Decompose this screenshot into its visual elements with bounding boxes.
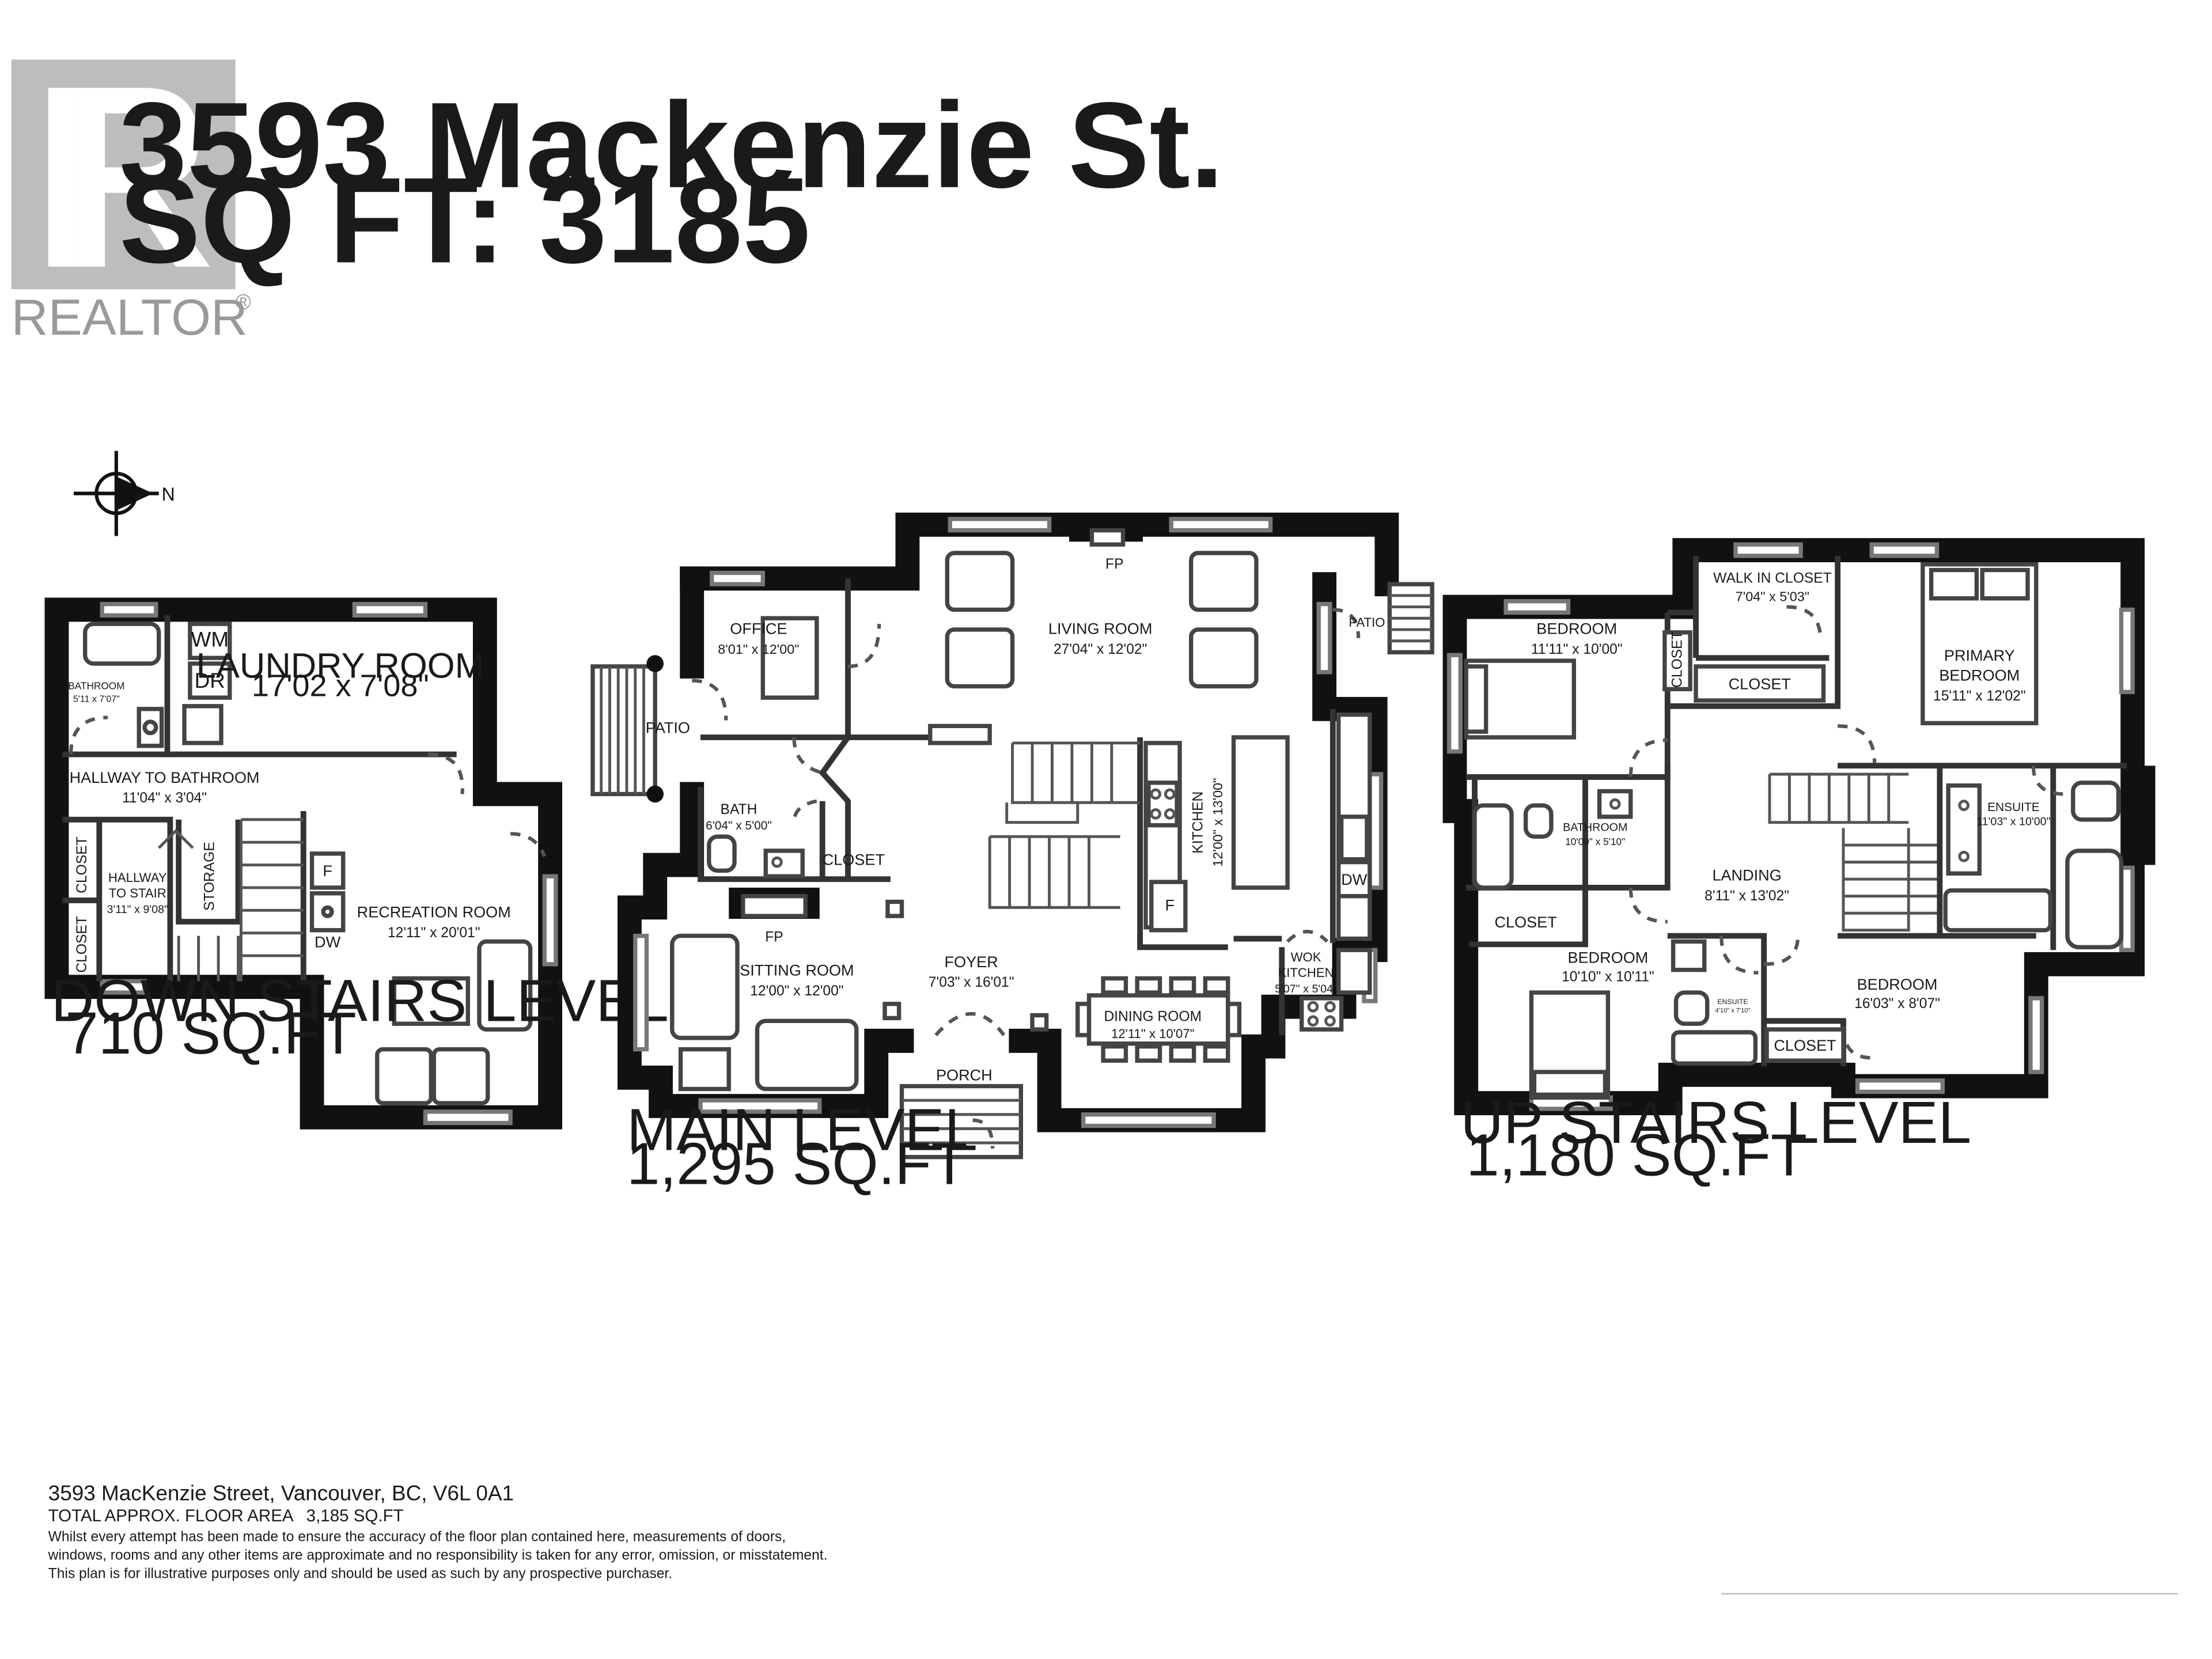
main-f-label: F: [1165, 896, 1175, 914]
down-dw-label: DW: [315, 933, 341, 950]
up-ensuite-small-name: ENSUITE: [1717, 998, 1748, 1006]
header-address: 3593 Mackenzie St.: [119, 77, 1224, 213]
main-sitting-dims: 12'00" x 12'00": [750, 983, 843, 999]
up-closet-bottom: CLOSET: [1774, 1036, 1836, 1054]
main-wok-dims: 5'07" x 5'04": [1275, 983, 1337, 995]
main-sitting-name: SITTING ROOM: [740, 961, 854, 979]
main-level-name: MAIN LEVEL: [627, 1096, 978, 1162]
main-level-area: 1,295 SQ.FT: [627, 1130, 968, 1196]
footer-disclaimer-line2: windows, rooms and any other items are a…: [48, 1548, 828, 1563]
up-walkin-name: WALK IN CLOSET: [1713, 571, 1832, 586]
down-dr-label: DR: [195, 669, 225, 692]
main-closet-label: CLOSET: [823, 851, 885, 869]
up-stairs-floor: [1442, 538, 2156, 1115]
up-level-area: 1,180 SQ.FT: [1466, 1122, 1807, 1188]
main-foyer-name: FOYER: [945, 953, 998, 971]
down-hallway-bath-dims: 11'04" x 3'04": [122, 790, 207, 806]
up-primary-name2: BEDROOM: [1939, 666, 2020, 684]
up-closet-top: CLOSET: [1729, 675, 1791, 692]
up-landing-name: LANDING: [1712, 866, 1781, 884]
down-closet-upper: CLOSET: [74, 836, 90, 893]
up-bedroom2-name: BEDROOM: [1567, 948, 1648, 966]
main-dining-name: DINING ROOM: [1104, 1009, 1202, 1024]
up-closet-vertical: CLOSET: [1669, 631, 1685, 687]
main-patio-west-label: PATIO: [646, 719, 690, 737]
down-storage-label: STORAGE: [202, 842, 218, 911]
down-f-label: F: [323, 862, 332, 880]
footer-disclaimer-line3: This plan is for illustrative purposes o…: [48, 1566, 672, 1582]
main-dining-dims: 12'11" x 10'07": [1111, 1027, 1194, 1041]
compass-icon: [74, 450, 159, 536]
main-fp-living-label: FP: [1105, 556, 1123, 572]
down-hallway-stair-name2: TO STAIR: [109, 886, 166, 900]
up-bedroom1-name: BEDROOM: [1536, 619, 1617, 637]
up-bedroom3-name: BEDROOM: [1857, 975, 1938, 993]
up-ensuite-dims: 11'03" x 10'00": [1976, 816, 2050, 828]
up-level-name: UP STAIRS LEVEL: [1460, 1089, 1971, 1156]
up-bathroom-dims: 10'09" x 5'10": [1565, 836, 1625, 847]
main-wok-name2: KITCHEN: [1278, 965, 1334, 980]
up-bedroom2-dims: 10'10" x 10'11": [1562, 969, 1654, 984]
up-primary-dims: 15'11" x 12'02": [1933, 688, 2026, 704]
header-sqft: SQ FT: 3185: [119, 151, 810, 288]
down-hallway-bath-name: HALLWAY TO BATHROOM: [70, 768, 260, 786]
up-ensuite-name: ENSUITE: [1987, 801, 2040, 814]
up-bedroom3-dims: 16'03" x 8'07": [1854, 996, 1940, 1012]
up-closet-left: CLOSET: [1494, 913, 1556, 931]
main-porch-label: PORCH: [936, 1066, 993, 1084]
realtor-wordmark: REALTOR: [12, 289, 248, 346]
main-office-dims: 8'01" x 12'00": [718, 642, 799, 657]
down-hallway-stair-dims: 3'11" x 9'08": [107, 903, 169, 916]
down-recreation-dims: 12'11" x 20'01": [388, 925, 480, 941]
down-stairs-floor: [44, 597, 562, 1130]
footer-total-label: TOTAL APPROX. FLOOR AREA: [48, 1506, 294, 1525]
main-office-name: OFFICE: [730, 619, 787, 637]
down-level-area: 710 SQ.FT: [65, 999, 357, 1066]
main-patio-east-label: PATIO: [1349, 615, 1385, 630]
down-bathroom-dims: 5'11 x 7'07": [73, 694, 120, 704]
down-recreation-name: RECREATION ROOM: [357, 903, 511, 921]
compass-north-label: N: [162, 484, 175, 505]
down-bathroom-name: BATHROOM: [68, 680, 124, 691]
main-bath-name: BATH: [721, 802, 757, 817]
down-level-name: DOWN STAIRS LEVEL: [51, 967, 669, 1033]
up-bedroom1-dims: 11'11" x 10'00": [1531, 642, 1623, 657]
main-living-dims: 27'04" x 12'02": [1054, 642, 1147, 657]
up-walkin-dims: 7'04" x 5'03": [1736, 589, 1809, 604]
footer-total-value: 3,185 SQ.FT: [306, 1506, 404, 1525]
main-floor: [590, 512, 1434, 1160]
footer-disclaimer-line1: Whilst every attempt has been made to en…: [48, 1529, 786, 1545]
up-primary-name1: PRIMARY: [1944, 646, 2015, 664]
main-fp-sitting-label: FP: [765, 929, 783, 945]
main-foyer-dims: 7'03" x 16'01": [929, 975, 1014, 990]
down-laundry-name: LAUNDRY ROOM: [196, 646, 484, 686]
main-living-name: LIVING ROOM: [1048, 619, 1152, 637]
main-wok-name1: WOK: [1291, 950, 1321, 964]
main-kitchen-dims: 12'00" x 13'00": [1210, 778, 1225, 867]
realtor-logo: REALTOR ®: [12, 59, 251, 346]
down-closet-lower: CLOSET: [74, 916, 90, 972]
down-wm-label: WM: [191, 627, 229, 651]
main-kitchen-name: KITCHEN: [1190, 791, 1206, 854]
main-bath-dims: 6'04" x 5'00": [706, 819, 772, 832]
down-hallway-stair-name1: HALLWAY: [108, 870, 167, 885]
main-dw-label: DW: [1341, 870, 1368, 888]
down-laundry-dims: 17'02 x 7'08": [252, 669, 429, 703]
up-bathroom-name: BATHROOM: [1563, 821, 1627, 834]
up-ensuite-small-dims: 4'10" x 7'10": [1715, 1007, 1751, 1014]
footer-address: 3593 MacKenzie Street, Vancouver, BC, V6…: [48, 1481, 514, 1505]
registered-mark: ®: [236, 290, 251, 314]
up-landing-dims: 8'11" x 13'02": [1705, 888, 1789, 904]
